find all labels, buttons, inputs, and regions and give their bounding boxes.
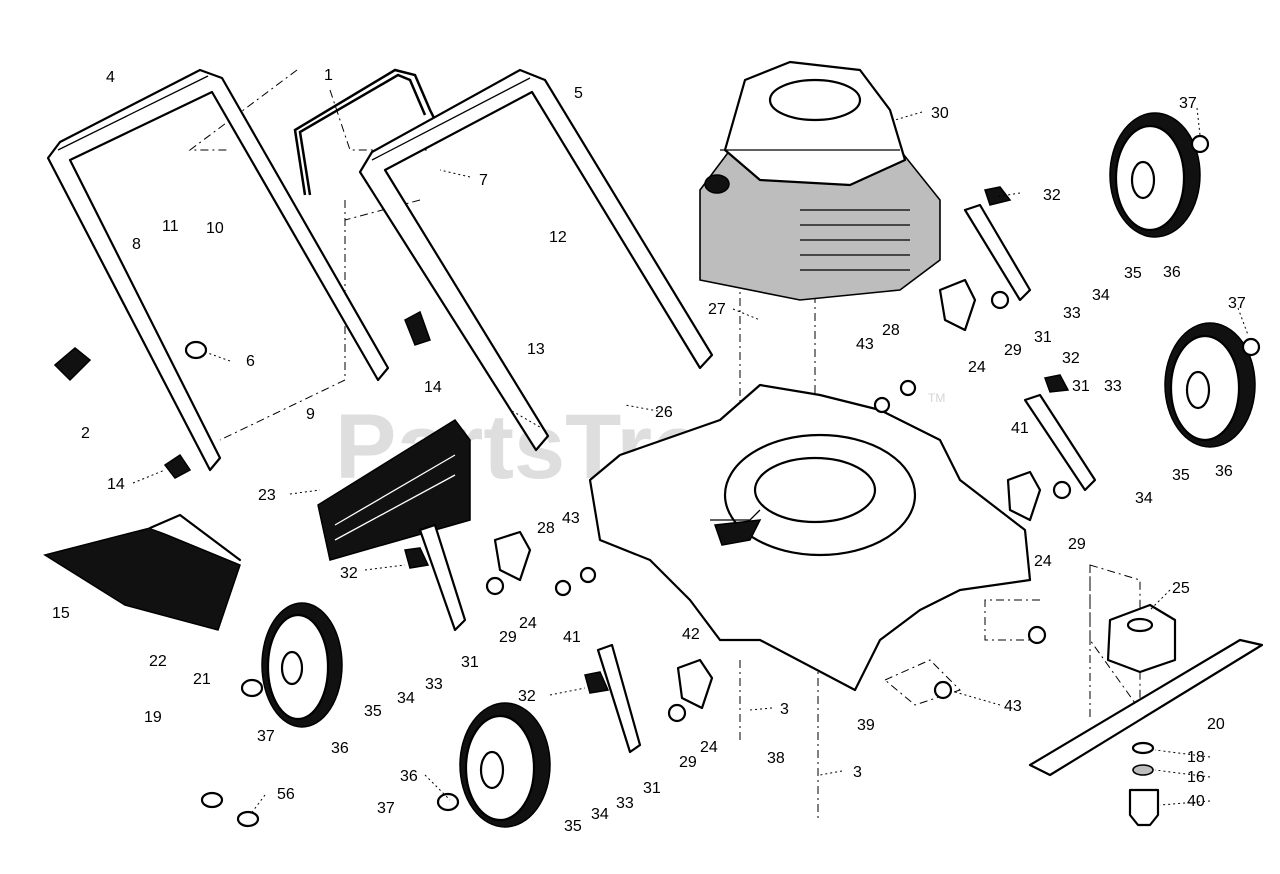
callout-30: 30 (931, 105, 949, 122)
callout-34: 34 (1092, 287, 1110, 304)
callout-35: 35 (364, 703, 382, 720)
callout-13: 13 (527, 341, 545, 358)
callout-7: 7 (479, 172, 488, 189)
upper-handle (358, 68, 714, 452)
callout-6: 6 (246, 353, 255, 370)
blade-bolt (1128, 741, 1160, 827)
callout-35: 35 (564, 818, 582, 835)
leader-lines (132, 107, 1249, 816)
callout-24: 24 (519, 615, 537, 632)
callout-4: 4 (106, 69, 115, 86)
callout-32: 32 (518, 688, 536, 705)
callout-36: 36 (1215, 463, 1233, 480)
callout-35: 35 (1172, 467, 1190, 484)
callout-41: 41 (1011, 420, 1029, 437)
callout-43: 43 (856, 336, 874, 353)
callout-8: 8 (132, 236, 141, 253)
wheel-rear-bottom (1164, 322, 1256, 448)
callout-34: 34 (1135, 490, 1153, 507)
rear-shield (43, 513, 242, 631)
callout-32: 32 (1043, 187, 1061, 204)
callout-25: 25 (1172, 580, 1190, 597)
callout-39: 39 (857, 717, 875, 734)
callout-33: 33 (1104, 378, 1122, 395)
callout-33: 33 (425, 676, 443, 693)
callout-10: 10 (206, 220, 224, 237)
callout-29: 29 (1068, 536, 1086, 553)
callout-19: 19 (144, 709, 162, 726)
callout-9: 9 (306, 406, 315, 423)
callout-32: 32 (340, 565, 358, 582)
callout-1: 1 (324, 67, 333, 84)
callout-42: 42 (682, 626, 700, 643)
callout-20: 20 (1207, 716, 1225, 733)
engine (699, 60, 941, 301)
blade (1028, 638, 1264, 777)
wheel-rear-top (1109, 112, 1201, 238)
callout-56: 56 (277, 786, 295, 803)
height-adjusters (418, 203, 1097, 754)
callout-16: 16 (1187, 769, 1205, 786)
callout-23: 23 (258, 487, 276, 504)
callout-36: 36 (1163, 264, 1181, 281)
callout-26: 26 (655, 404, 673, 421)
callout-32: 32 (1062, 350, 1080, 367)
callout-33: 33 (1063, 305, 1081, 322)
callout-29: 29 (499, 629, 517, 646)
callout-5: 5 (574, 85, 583, 102)
callout-27: 27 (708, 301, 726, 318)
callout-14: 14 (107, 476, 125, 493)
callout-41: 41 (563, 629, 581, 646)
wheel-front-right (459, 702, 551, 828)
callout-labels: 1 2 3 3 4 5 6 7 8 9 10 11 12 13 14 14 15… (52, 67, 1246, 835)
callout-28: 28 (537, 520, 555, 537)
callout-11: 11 (162, 218, 179, 235)
callout-36: 36 (331, 740, 349, 757)
callout-29: 29 (1004, 342, 1022, 359)
svg-text:TM: TM (928, 391, 945, 405)
callout-31: 31 (643, 780, 661, 797)
callout-36: 36 (400, 768, 418, 785)
control-bail (293, 68, 442, 196)
hardware (53, 134, 1261, 828)
lower-handle (46, 68, 390, 472)
callout-37: 37 (257, 728, 275, 745)
callout-31: 31 (1034, 329, 1052, 346)
blade-adapter (1106, 603, 1177, 674)
callout-35: 35 (1124, 265, 1142, 282)
callout-31: 31 (1072, 378, 1090, 395)
callout-37: 37 (1228, 295, 1246, 312)
callout-24: 24 (1034, 553, 1052, 570)
callout-33: 33 (616, 795, 634, 812)
callout-38: 38 (767, 750, 785, 767)
callout-31: 31 (461, 654, 479, 671)
callout-22: 22 (149, 653, 167, 670)
callout-37: 37 (1179, 95, 1197, 112)
callout-43: 43 (562, 510, 580, 527)
callout-3: 3 (853, 764, 862, 781)
callout-40: 40 (1187, 793, 1205, 810)
callout-24: 24 (700, 739, 718, 756)
mower-deck (588, 383, 1032, 692)
callout-3: 3 (780, 701, 789, 718)
callout-2: 2 (81, 425, 90, 442)
callout-37: 37 (377, 800, 395, 817)
callout-15: 15 (52, 605, 70, 622)
callout-29: 29 (679, 754, 697, 771)
callout-21: 21 (193, 671, 211, 688)
callout-34: 34 (591, 806, 609, 823)
callout-14: 14 (424, 379, 442, 396)
callout-28: 28 (882, 322, 900, 339)
callout-24: 24 (968, 359, 986, 376)
callout-43: 43 (1004, 698, 1022, 715)
callout-18: 18 (1187, 749, 1205, 766)
callout-34: 34 (397, 690, 415, 707)
wheel-front-left (261, 602, 343, 728)
callout-12: 12 (549, 229, 567, 246)
